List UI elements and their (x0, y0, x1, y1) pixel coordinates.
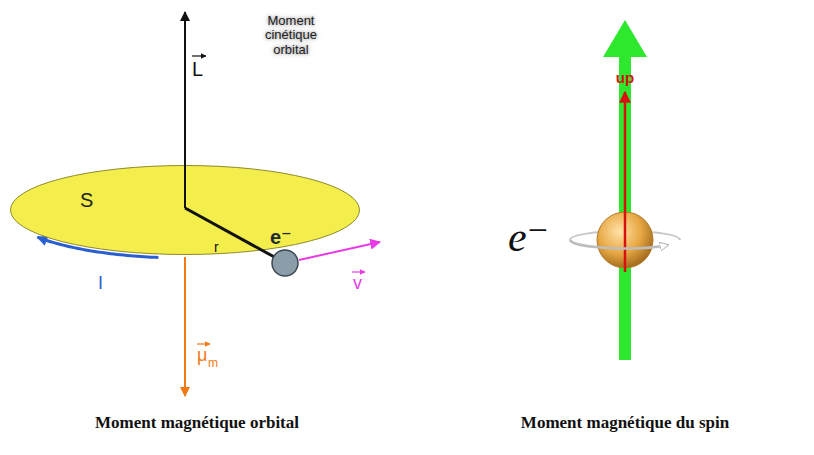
axis-caption: Moment cinétique orbital (248, 14, 334, 57)
orbit-disc: S (10, 165, 360, 255)
figure-caption: Moment magnétique orbital (95, 414, 299, 433)
electron-dot (272, 250, 298, 276)
particle-name: e⁻ (270, 226, 292, 248)
angular-momentum-vector (184, 12, 186, 208)
velocity-vector (299, 242, 380, 260)
surface-label: S (80, 189, 93, 211)
orbit-radius (185, 208, 278, 259)
figure-caption: Moment magnétique du spin (521, 414, 729, 433)
vector-subscript: m (208, 357, 218, 370)
spin-arrow-head (603, 20, 647, 57)
spin-vector (624, 92, 627, 272)
radius-name: r (214, 240, 219, 255)
spin-arrow-shaft (619, 55, 631, 360)
vector-name: μ (197, 346, 207, 366)
angular-momentum-vector (184, 164, 186, 208)
vector-name: v (353, 274, 362, 294)
current-name: I (98, 274, 103, 294)
magnetic-moment-vector (184, 257, 186, 396)
vector-name: L (192, 58, 203, 80)
vector-mark (192, 55, 206, 56)
rotation-ring (570, 240, 668, 248)
vector-mark (352, 271, 365, 272)
orbit-outline (10, 165, 360, 255)
vector-mark (197, 343, 210, 344)
spin-state: up (616, 70, 634, 87)
particle-name: e⁻ (508, 214, 549, 260)
